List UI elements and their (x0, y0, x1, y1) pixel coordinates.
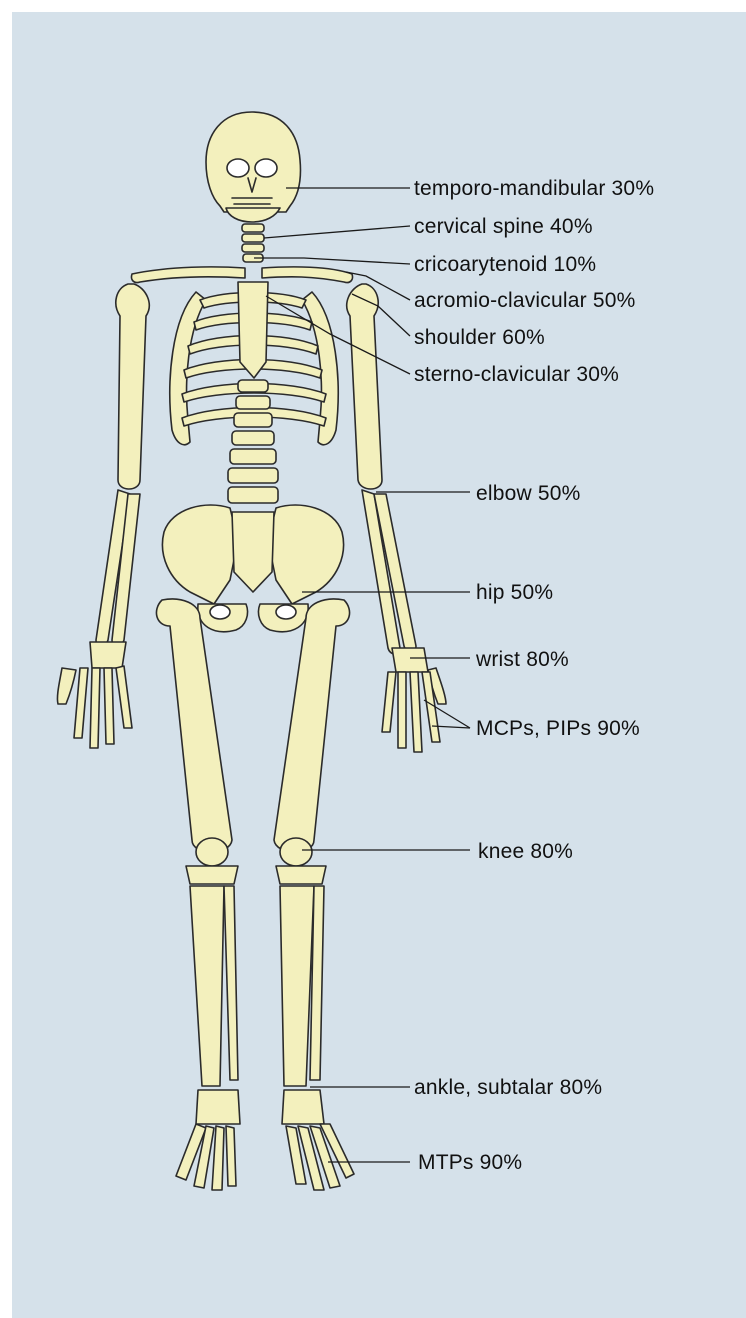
lumbar-spine (228, 380, 278, 503)
leader-cricoarytenoid (254, 258, 410, 264)
right-arm (347, 284, 446, 752)
clavicle-left (131, 267, 245, 283)
leader-cervical-spine (264, 226, 410, 238)
clavicle-right (262, 267, 353, 283)
label-mcps-pips: MCPs, PIPs 90% (476, 718, 640, 739)
label-temporo-mandibular: temporo-mandibular 30% (414, 178, 654, 199)
left-arm (57, 284, 149, 748)
label-elbow: elbow 50% (476, 483, 581, 504)
cervical-vertebrae (242, 224, 264, 262)
right-leg (274, 599, 354, 1190)
left-leg (156, 599, 240, 1190)
label-shoulder: shoulder 60% (414, 327, 545, 348)
label-hip: hip 50% (476, 582, 553, 603)
label-wrist: wrist 80% (476, 649, 569, 670)
skull (206, 112, 301, 222)
label-sterno-clavicular: sterno-clavicular 30% (414, 364, 619, 385)
label-mtps: MTPs 90% (418, 1152, 522, 1173)
label-cervical-spine: cervical spine 40% (414, 216, 593, 237)
label-ankle-subtalar: ankle, subtalar 80% (414, 1077, 602, 1098)
label-knee: knee 80% (478, 841, 573, 862)
label-cricoarytenoid: cricoarytenoid 10% (414, 254, 596, 275)
label-acromio-clavicular: acromio-clavicular 50% (414, 290, 635, 311)
